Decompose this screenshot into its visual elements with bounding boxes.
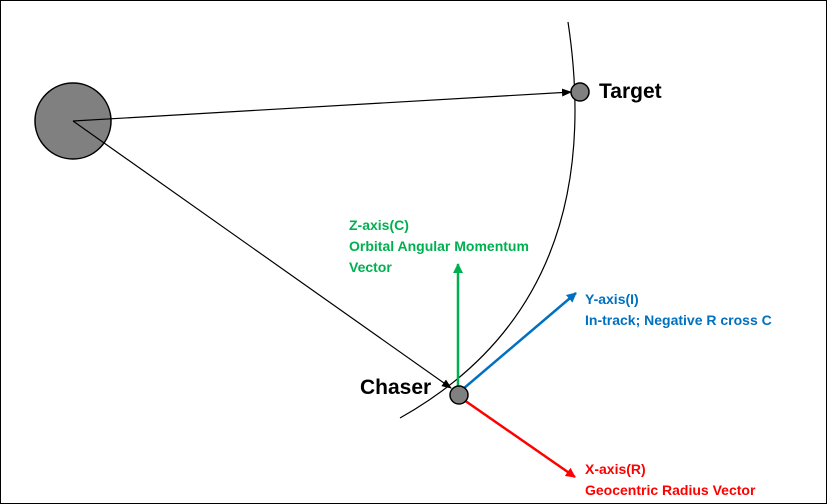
chaser-satellite [449, 385, 469, 405]
y-axis-name: Y-axis(I) [585, 291, 639, 307]
x-axis-name: X-axis(R) [585, 461, 646, 477]
target-label: Target [599, 80, 662, 103]
chaser-label: Chaser [360, 376, 432, 399]
chaser-position-vector [72, 120, 452, 389]
x-axis-label: X-axis(R) Geocentric Radius Vector [585, 459, 755, 501]
y-axis-arrow [462, 292, 577, 390]
target-position-vector [72, 88, 572, 122]
y-axis-desc: In-track; Negative R cross C [585, 312, 772, 328]
x-axis-desc: Geocentric Radius Vector [585, 482, 756, 498]
y-axis-label: Y-axis(I) In-track; Negative R cross C [585, 289, 772, 331]
z-axis-label: Z-axis(C) Orbital Angular Momentum Vecto… [349, 215, 529, 278]
target-satellite [570, 82, 590, 102]
z-axis-desc-line1: Orbital Angular Momentum [349, 238, 529, 254]
z-axis-desc-line2: Vector [349, 259, 392, 275]
x-axis-arrow [463, 398, 576, 479]
z-axis-name: Z-axis(C) [349, 217, 409, 233]
